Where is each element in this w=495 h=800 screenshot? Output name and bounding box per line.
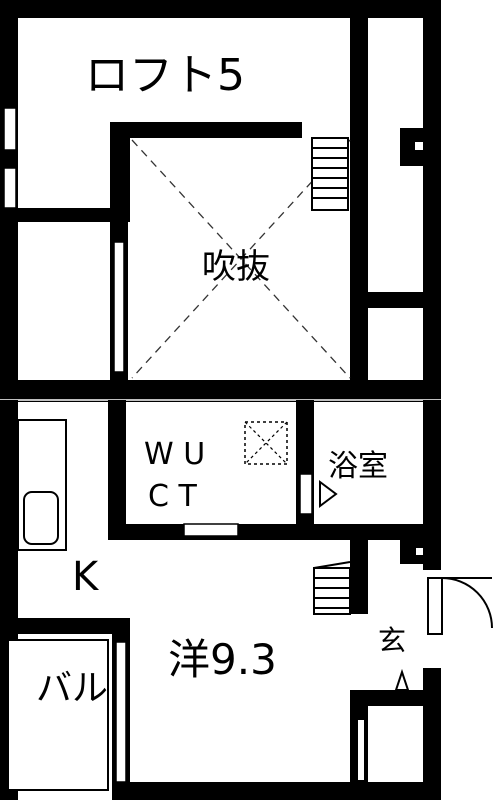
kitchen-sink-icon [23,491,59,545]
loft-window-1 [3,107,17,151]
stairs-icon [313,561,351,615]
kitchen-label: K [72,554,100,600]
main-wall-bottom [120,782,441,800]
main-floor: K 洋9.3 バル 浴室 W U C T 玄 [0,400,493,800]
wc-bath-partition [296,400,314,540]
balcony-label: バル [36,668,108,709]
floor-separator [0,380,441,402]
void-cross-line-2 [131,139,351,379]
entrance-wall-upper [350,540,368,614]
loft-window-2 [3,167,17,209]
entrance-label: 玄 [378,624,406,657]
bath-door [299,473,313,515]
balcony-area [7,639,109,791]
void-label: 吹抜 [202,247,270,287]
wc-wall-left [108,400,126,540]
loft-pillar-hole [415,142,423,150]
main-wall-right-lower [423,668,441,800]
western-room-window [358,720,364,780]
western-room-label: 洋9.3 [168,635,277,684]
wc-door [183,523,239,537]
void-top-wall [110,122,302,138]
bath-label: 浴室 [328,449,388,484]
balcony-window [115,641,127,783]
washer-pan-line-2 [244,421,288,465]
bath-door-arrow-icon [319,480,338,508]
entrance-arrow-icon [394,668,410,691]
closet-divider [350,292,441,308]
loft-ladder-icon [311,137,349,211]
loft-room-right-wall [110,122,130,222]
loft-floor: ロフト5 吹抜 [0,0,441,395]
loft-room-bottom-wall [0,208,130,222]
entrance-bottom-wall [350,690,441,706]
wc-ut-label-bottom: C T [148,479,197,514]
loft-partition [350,18,368,395]
loft-wall-right [423,0,441,395]
loft-room-label: ロフト5 [85,50,245,101]
entrance-pillar-hole [416,548,423,555]
balcony-top-wall [0,618,130,634]
void-window [113,241,125,373]
washer-pan-line-1 [244,421,288,465]
loft-wall-top [0,0,441,18]
wet-area-bottom-wall [108,524,441,540]
wc-ut-label-top: W U [144,437,205,472]
entrance-door-icon [427,577,493,635]
